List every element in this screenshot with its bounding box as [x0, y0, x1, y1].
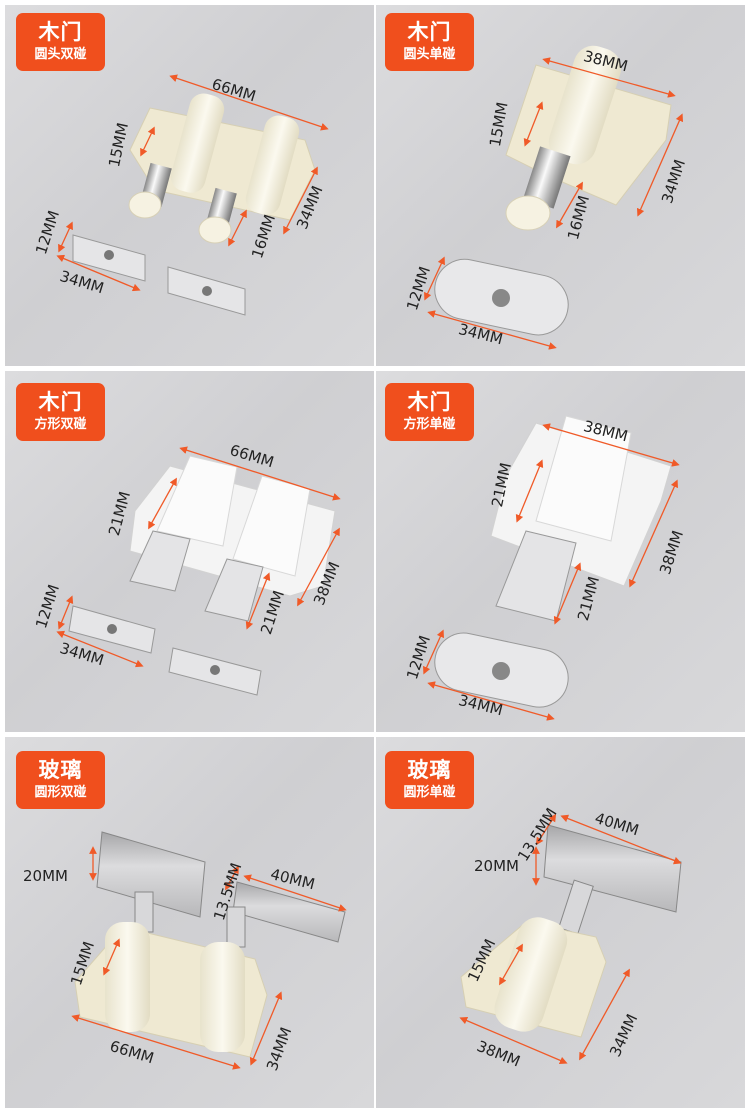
panel-wood-round-double: 木门 圆头双碰 66MM 15MM 34MM 16MM 12MM 34MM — [5, 5, 374, 366]
product-grid: 木门 圆头双碰 66MM 15MM 34MM 16MM 12MM 34MM — [5, 5, 745, 1108]
badge-title: 木门 — [407, 390, 452, 414]
badge-subtitle: 圆形双碰 — [34, 785, 87, 800]
badge-subtitle: 方形单碰 — [403, 417, 456, 432]
panel-glass-round-single: 玻璃 圆形单碰 13.5MM 40MM 20MM 15MM 38MM 34MM — [376, 737, 745, 1108]
badge-subtitle: 方形双碰 — [34, 417, 87, 432]
badge-subtitle: 圆头单碰 — [403, 47, 456, 62]
category-badge: 木门 圆头双碰 — [16, 13, 105, 71]
category-badge: 玻璃 圆形双碰 — [16, 751, 105, 809]
latch-single-round-illustration — [424, 45, 684, 350]
panel-glass-round-double: 玻璃 圆形双碰 20MM 13.5MM 40MM 15MM 66MM 34MM — [5, 737, 374, 1108]
category-badge: 玻璃 圆形单碰 — [385, 751, 474, 809]
panel-wood-square-double: 木门 方形双碰 66MM 21MM 38MM 21MM 12MM 34MM — [5, 371, 374, 732]
latch-single-square-illustration — [423, 415, 680, 721]
glass-latch-single-illustration — [459, 813, 682, 1065]
badge-title: 玻璃 — [407, 758, 452, 782]
dim-clip-height: 20MM — [23, 867, 68, 885]
latch-double-round-illustration — [56, 74, 329, 316]
badge-subtitle: 圆形单碰 — [403, 785, 456, 800]
category-badge: 木门 方形双碰 — [16, 383, 105, 441]
panel-wood-square-single: 木门 方形单碰 38MM 21MM 38MM 21MM 12MM 34MM — [376, 371, 745, 732]
badge-title: 玻璃 — [38, 758, 83, 782]
latch-double-square-illustration — [56, 446, 341, 696]
badge-title: 木门 — [38, 20, 83, 44]
panel-wood-round-single: 木门 圆头单碰 38MM 15MM 34MM 16MM 12MM 34MM — [376, 5, 745, 366]
dim-clip-height: 20MM — [474, 857, 519, 875]
category-badge: 木门 方形单碰 — [385, 383, 474, 441]
badge-title: 木门 — [38, 390, 83, 414]
category-badge: 木门 圆头单碰 — [385, 13, 474, 71]
badge-title: 木门 — [407, 20, 452, 44]
badge-subtitle: 圆头双碰 — [34, 47, 87, 62]
glass-latch-double-illustration — [71, 831, 347, 1070]
